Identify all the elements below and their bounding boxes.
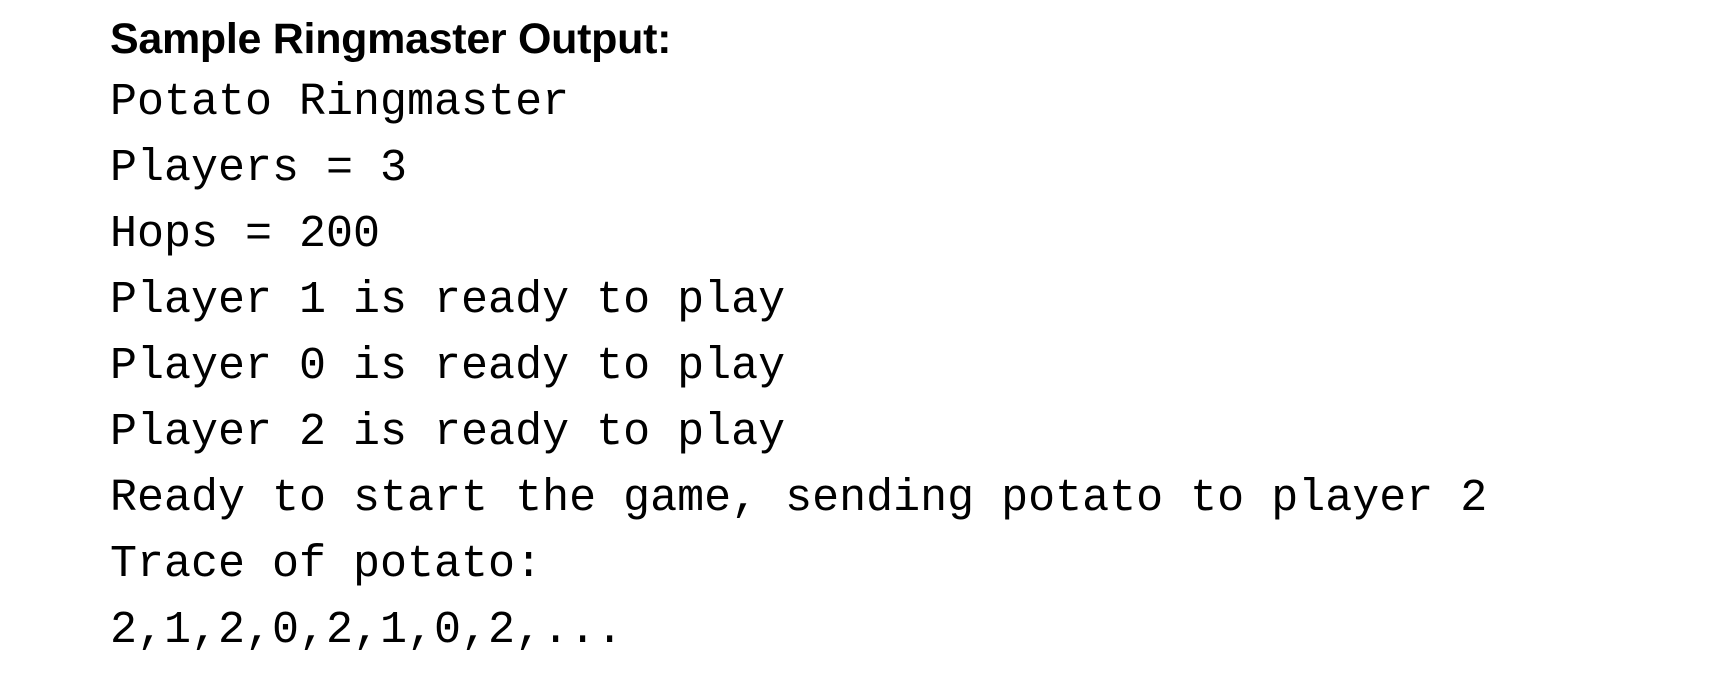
output-line-player-2-ready: Player 2 is ready to play [110,407,786,458]
output-line-title: Potato Ringmaster [110,77,570,128]
output-line-game-start: Ready to start the game, sending potato … [110,473,1488,524]
section-heading: Sample Ringmaster Output: [110,15,672,63]
document-body: Sample Ringmaster Output: Potato Ringmas… [110,14,1690,664]
output-line-trace-label: Trace of potato: [110,539,543,590]
output-line-hops: Hops = 200 [110,209,381,260]
sample-output-block: Potato Ringmaster Players = 3 Hops = 200… [110,70,1690,664]
output-line-trace-values: 2,1,2,0,2,1,0,2,... [110,605,624,656]
output-line-player-0-ready: Player 0 is ready to play [110,341,786,392]
output-line-players: Players = 3 [110,143,408,194]
output-line-player-1-ready: Player 1 is ready to play [110,275,786,326]
